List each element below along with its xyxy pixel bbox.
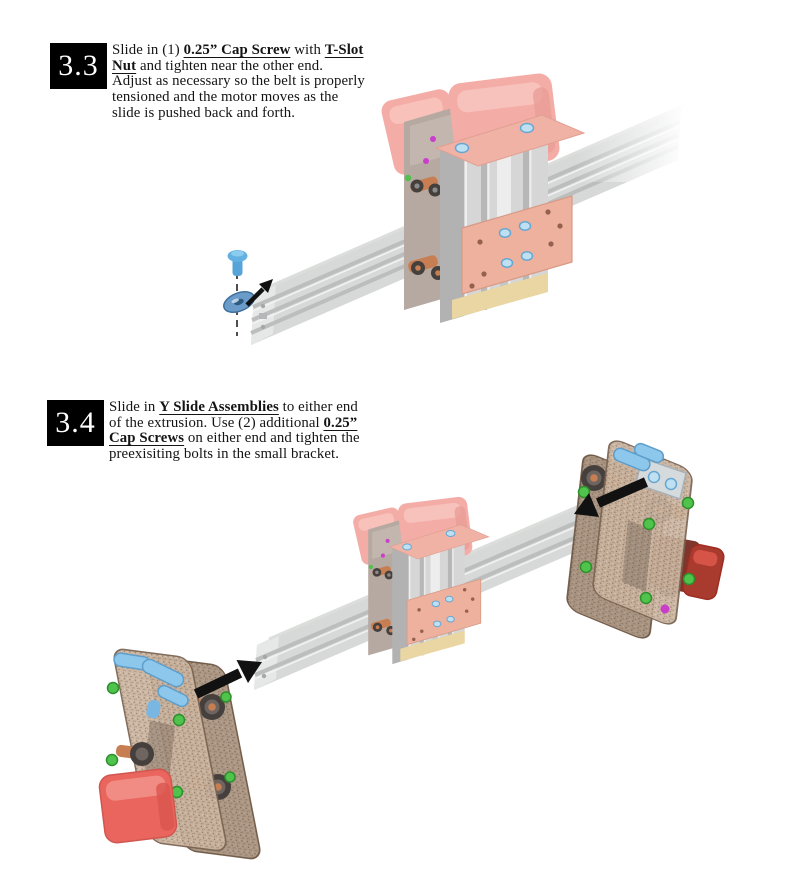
green-screws [105, 681, 186, 799]
cap-screw [227, 250, 248, 276]
red-stepper-motor [98, 768, 178, 844]
rail-fade [560, 88, 710, 182]
y-slide-assembly-left [98, 648, 261, 860]
blue-cap-screw [647, 470, 661, 484]
illustration-cap-screw-into-extrusion [223, 70, 710, 345]
blue-cap-screw [664, 477, 678, 491]
dark-red-stepper-motor [682, 544, 725, 601]
green-screw [224, 771, 236, 783]
insertion-arrow-right [574, 477, 649, 517]
insertion-arrow-left [193, 660, 262, 699]
idler-wheel [115, 742, 154, 766]
motor-bracket [612, 442, 687, 500]
y-slide-assembly-right [566, 440, 725, 639]
cap-screw-and-tslot-nut [223, 250, 273, 336]
green-screws [577, 485, 696, 605]
insertion-arrow [245, 279, 273, 307]
plate-slot [622, 520, 652, 592]
green-screw [220, 691, 232, 703]
step-number-badge: 3.4 [47, 400, 104, 446]
step-number-badge: 3.3 [50, 43, 107, 89]
t-slot-nut [223, 290, 255, 314]
step-instruction-text: Slide in Y Slide Assemblies to either en… [109, 399, 360, 463]
illustration-y-slides-onto-extrusion [98, 440, 725, 860]
magenta-screw [660, 604, 670, 614]
step-instruction-text: Slide in (1) 0.25” Cap Screw with T-Slot… [112, 42, 365, 121]
blue-spacer [612, 447, 651, 472]
blue-spacer [633, 442, 665, 464]
blue-spacers [113, 652, 189, 719]
